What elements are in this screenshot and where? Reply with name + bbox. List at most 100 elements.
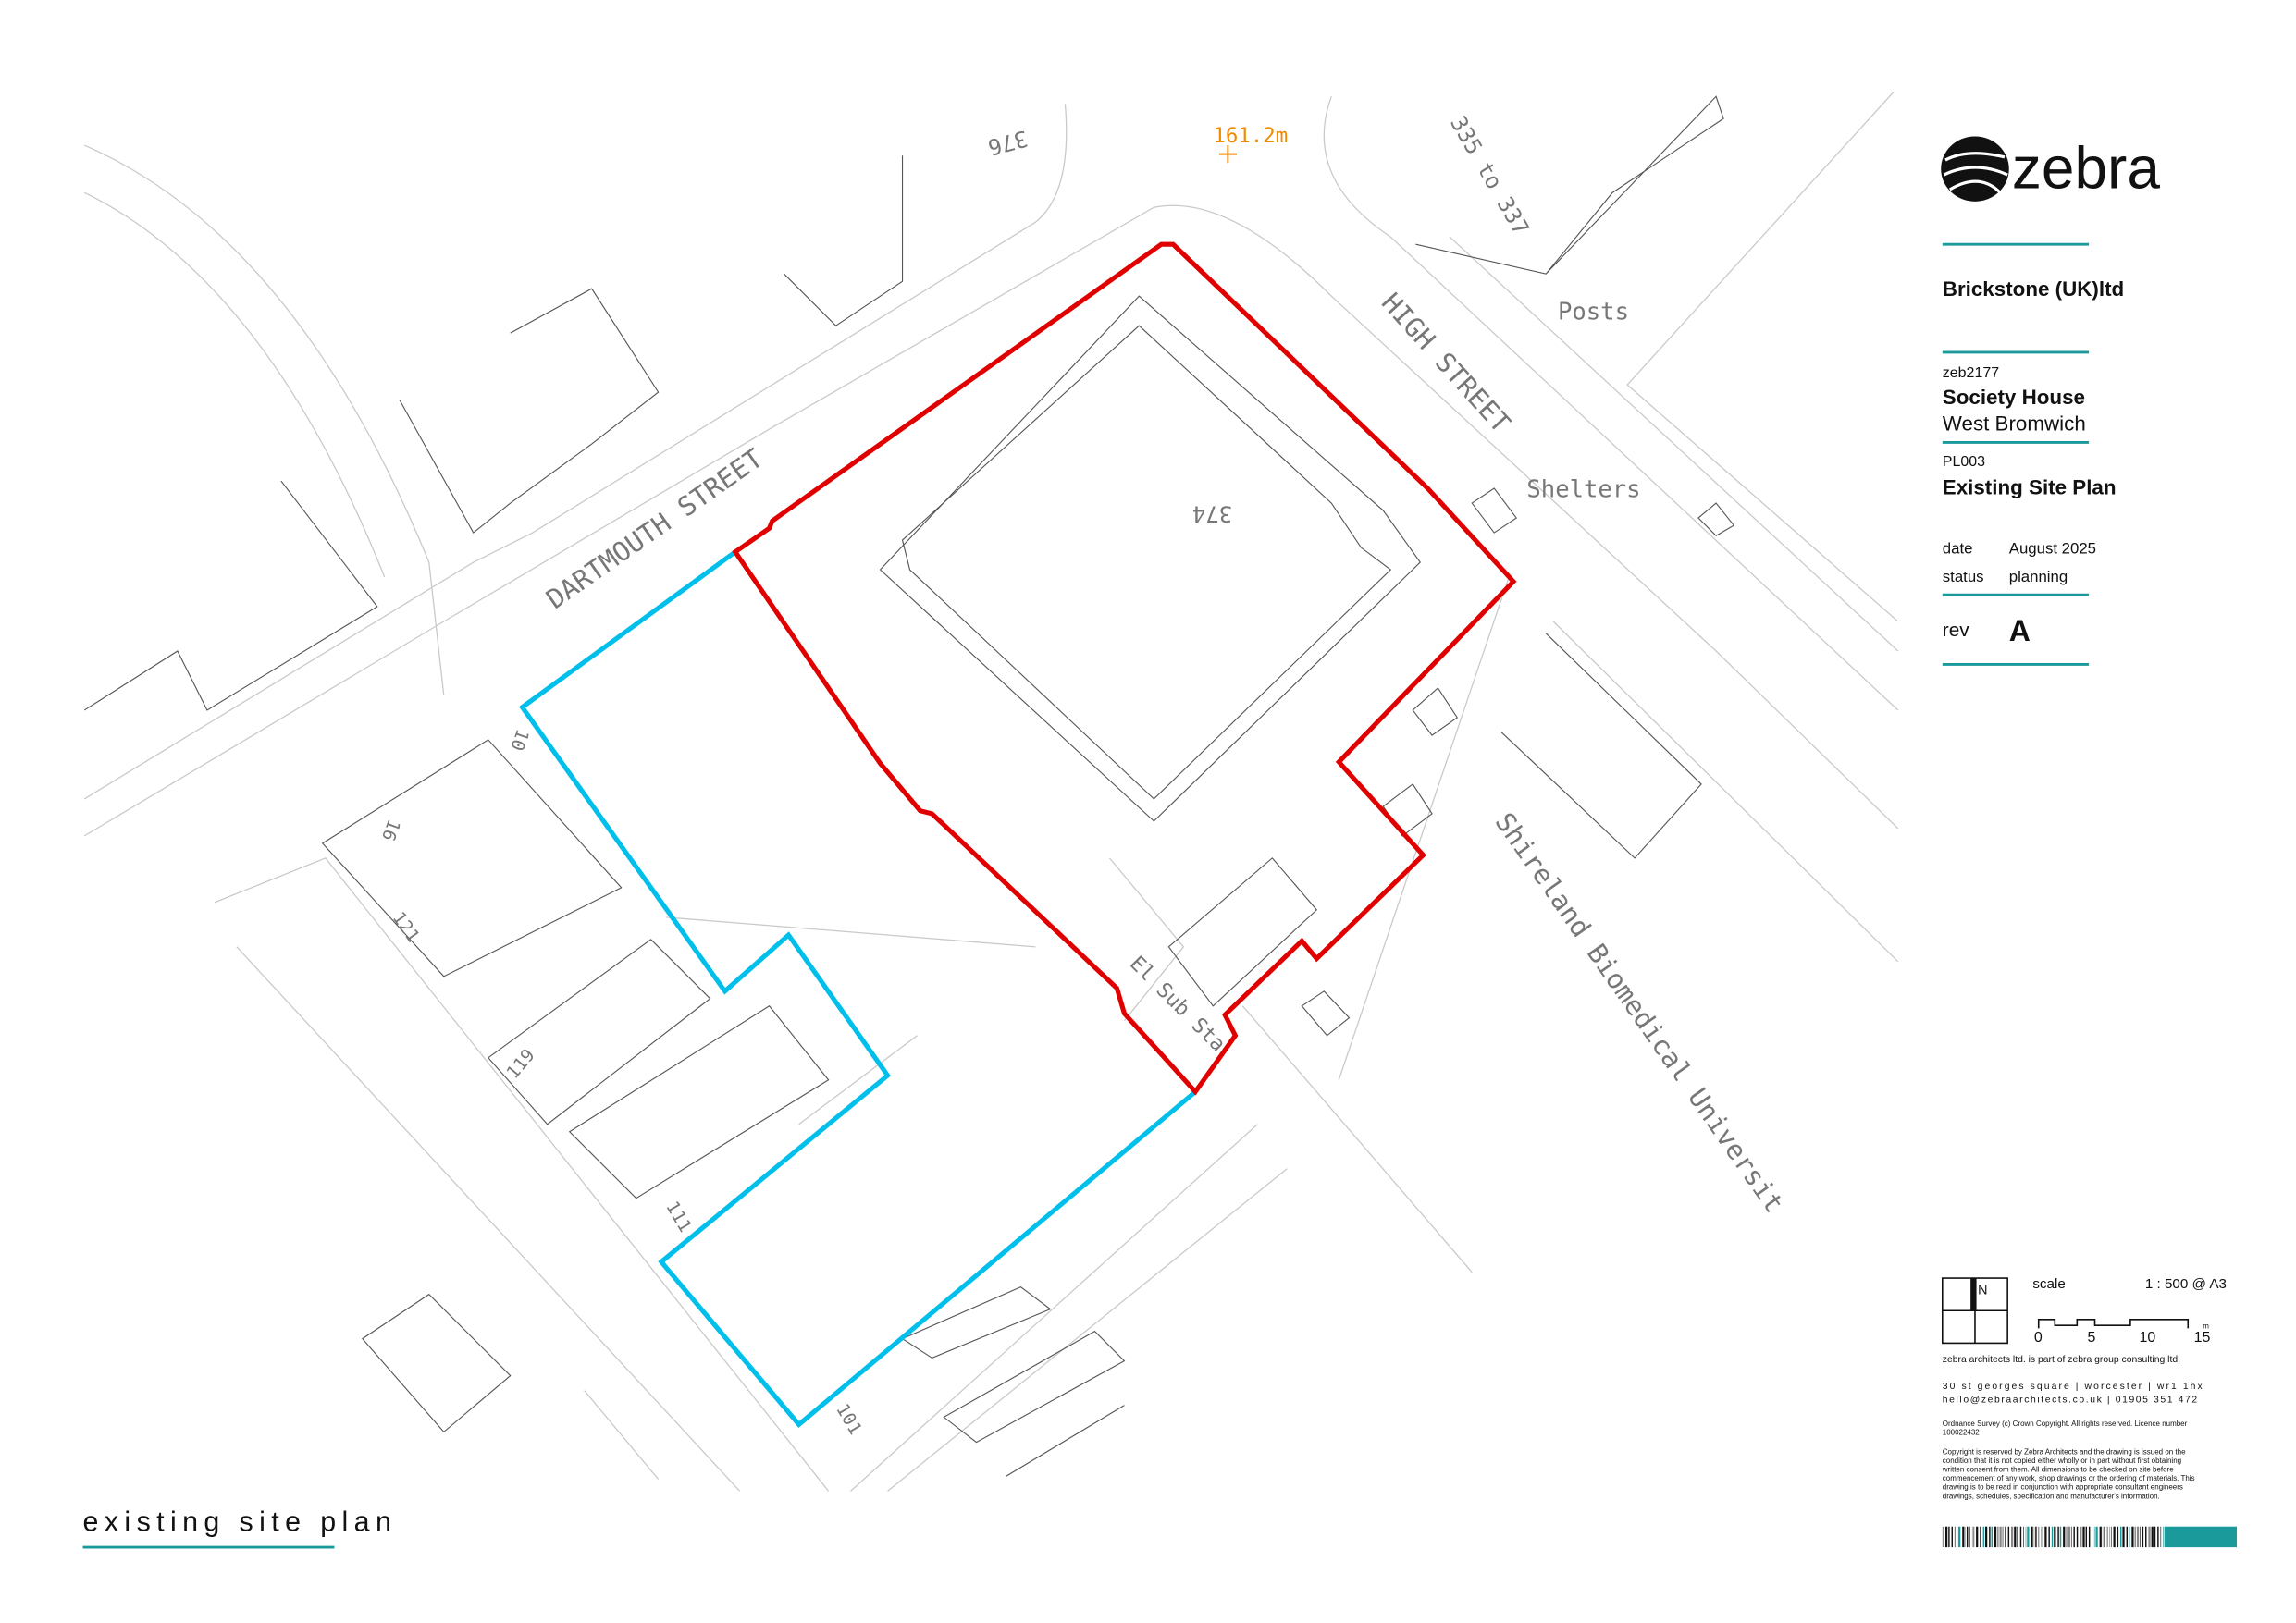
barcode-bar <box>2027 1526 2030 1548</box>
barcode-bar <box>2117 1526 2119 1548</box>
ownership-boundary-blue <box>518 549 1197 1428</box>
barcode-bar <box>2122 1526 2125 1548</box>
copyright-line: condition that it is not copied either w… <box>1943 1457 2181 1465</box>
client-name: Brickstone (UK)ltd <box>1943 277 2124 301</box>
barcode-bar <box>1944 1526 1948 1548</box>
barcode-strip <box>1942 1526 2164 1548</box>
barcode-bar <box>2157 1526 2159 1548</box>
barcode-bar <box>2033 1526 2035 1548</box>
rev-value: A <box>2009 614 2031 647</box>
barcode-bar <box>2059 1526 2062 1548</box>
barcode-bar <box>2126 1526 2129 1548</box>
barcode-bar <box>1994 1526 1997 1548</box>
barcode-bar <box>2073 1526 2075 1548</box>
barcode-bar <box>2136 1526 2140 1548</box>
project-location: West Bromwich <box>1943 412 2086 436</box>
barcode-bar <box>2106 1526 2108 1548</box>
street-label-dartmouth: DARTMOUTH STREET <box>540 442 768 615</box>
date-label: date <box>1943 539 1973 557</box>
house-number: 119 <box>502 1045 539 1083</box>
site-boundary-red <box>732 241 1517 1096</box>
barcode-bar <box>2095 1526 2098 1548</box>
barcode-bar <box>2035 1526 2037 1548</box>
barcode-bar <box>1997 1526 1999 1548</box>
barcode-bar <box>2070 1526 2072 1548</box>
barcode-bar <box>1962 1526 1965 1548</box>
copyright-line: written consent from them. All dimension… <box>1942 1466 2174 1474</box>
barcode-bar <box>2054 1526 2056 1548</box>
scale-tick: 5 <box>2088 1330 2096 1346</box>
barcode-bar <box>2093 1526 2095 1548</box>
barcode-bar <box>2151 1526 2154 1548</box>
barcode-bar <box>2002 1526 2004 1548</box>
spot-height-label: 161.2m <box>1213 124 1288 148</box>
barcode-bar <box>2109 1526 2110 1548</box>
barcode-bar <box>2160 1526 2162 1548</box>
scale-tick: 10 <box>2139 1330 2155 1346</box>
address: 30 st georges square | worcester | wr1 1… <box>1943 1382 2204 1392</box>
barcode-bar <box>1954 1526 1956 1548</box>
barcode-bar <box>2063 1526 2066 1548</box>
barcode-bar <box>1976 1526 1979 1548</box>
barcode-bar <box>2082 1526 2085 1548</box>
barcode-bar <box>1948 1526 1950 1548</box>
barcode-bar <box>1951 1526 1953 1548</box>
barcode-bar <box>1965 1526 1967 1548</box>
barcode-bar <box>1967 1526 1969 1548</box>
barcode-bar <box>1980 1526 1981 1548</box>
barcode-bar <box>2163 1526 2164 1548</box>
group-note: zebra architects ltd. is part of zebra g… <box>1943 1355 2180 1365</box>
house-number: 121 <box>389 908 425 947</box>
status-value: planning <box>2009 568 2068 585</box>
barcode-bar <box>2080 1526 2082 1548</box>
barcode-bar <box>2140 1526 2141 1548</box>
scale-label: scale <box>2032 1276 2065 1292</box>
barcode-bar <box>2057 1526 2059 1548</box>
label-335-337: 335 to 337 <box>1445 111 1534 240</box>
north-grid-icon <box>1941 1277 2008 1345</box>
north-label: N <box>1978 1284 1987 1298</box>
house-number: 101 <box>832 1400 866 1439</box>
street-label-high: HIGH STREET <box>1376 287 1517 438</box>
scale-tick: 15 <box>2194 1330 2211 1346</box>
status-label: status <box>1943 568 1984 585</box>
barcode-bar <box>1985 1526 1988 1548</box>
rev-label: rev <box>1943 620 1969 641</box>
job-number: zeb2177 <box>1943 365 1999 381</box>
contact: hello@zebraarchitects.co.uk | 01905 351 … <box>1943 1395 2199 1405</box>
barcode-bar <box>2025 1526 2027 1548</box>
label-374: 374 <box>1192 500 1232 526</box>
spot-height-cross-icon <box>1218 145 1237 164</box>
title-block: zebra Brickstone (UK)ltd zeb2177 Society… <box>1941 134 2238 1548</box>
scale-unit: m <box>2203 1322 2209 1330</box>
barcode-bar <box>2023 1526 2024 1548</box>
barcode-bar <box>1958 1526 1961 1548</box>
barcode-bar <box>2142 1526 2144 1548</box>
barcode-bar <box>2068 1526 2070 1548</box>
copyright-line: Copyright is reserved by Zebra Architect… <box>1943 1447 2186 1456</box>
barcode-bar <box>2076 1526 2079 1548</box>
barcode-bar <box>2038 1526 2040 1548</box>
project-name: Society House <box>1943 386 2085 409</box>
os-copyright: Ordnance Survey (c) Crown Copyright. All… <box>1943 1420 2188 1428</box>
barcode-bar <box>2041 1526 2042 1548</box>
barcode-bar <box>2014 1526 2017 1548</box>
scale-value: 1 : 500 @ A3 <box>2145 1276 2227 1292</box>
label-university: Shireland Biomedical Universit <box>1488 806 1790 1218</box>
drawing-title: Existing Site Plan <box>1943 475 2117 498</box>
barcode-bar <box>1969 1526 1971 1548</box>
barcode-bar <box>2005 1526 2006 1548</box>
barcode-bar <box>2010 1526 2014 1548</box>
accent-bar <box>2164 1526 2238 1548</box>
barcode-bar <box>2120 1526 2122 1548</box>
house-number: 10 <box>506 726 534 754</box>
barcode-bar <box>2113 1526 2116 1548</box>
label-substation: El Sub Sta <box>1125 952 1230 1057</box>
barcode-bar <box>2048 1526 2050 1548</box>
barcode-bar <box>2051 1526 2054 1548</box>
barcode-bar <box>2110 1526 2112 1548</box>
barcode-bar <box>2007 1526 2010 1548</box>
barcode-bar <box>2134 1526 2136 1548</box>
label-shelters: Shelters <box>1526 476 1640 504</box>
